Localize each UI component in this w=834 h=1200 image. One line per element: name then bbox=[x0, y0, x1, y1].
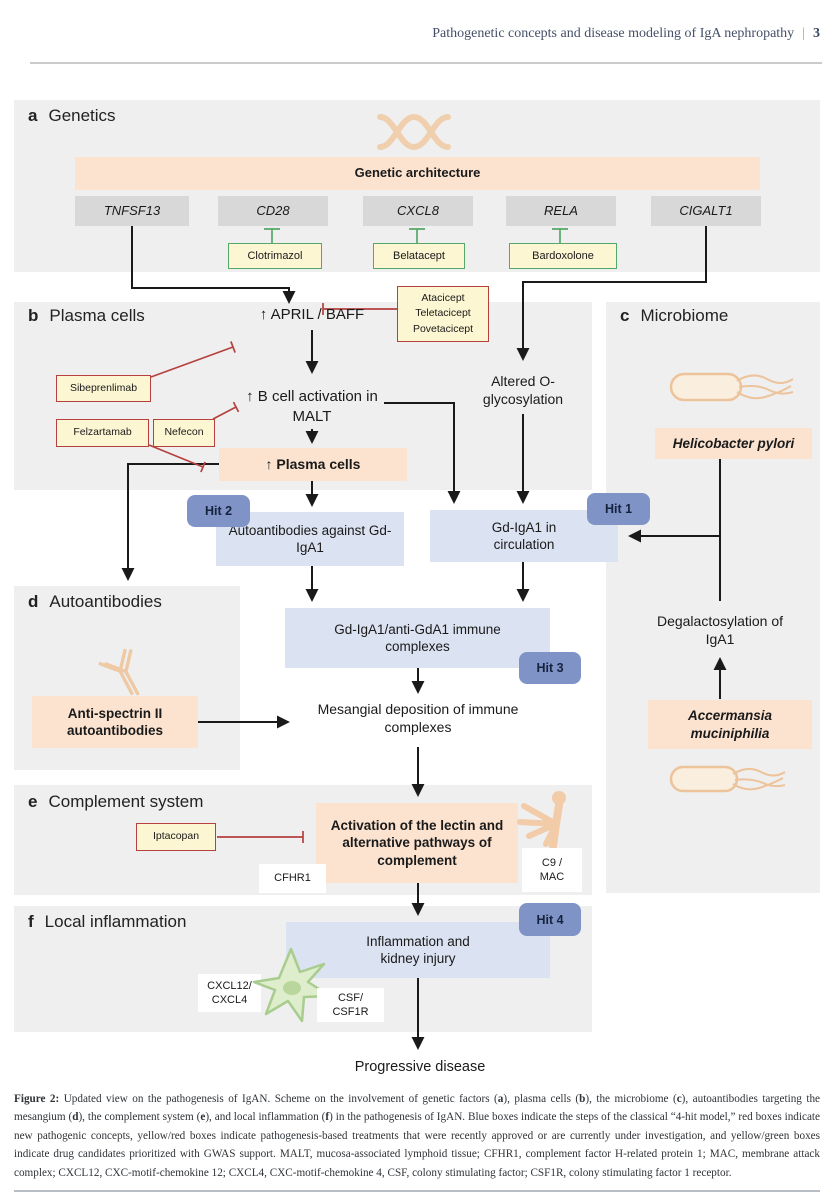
accermansia-text: Accermansia muciniphilia bbox=[687, 708, 773, 741]
immune-complexes-box: Gd-IgA1/anti-GdA1 immune complexes bbox=[285, 608, 550, 668]
gene-box-cd28: CD28 bbox=[218, 196, 328, 226]
drug-box-clotrimazol: Clotrimazol bbox=[228, 243, 322, 269]
hit1-badge: Hit 1 bbox=[587, 493, 650, 525]
autoantibodies-gdiga1-text: Autoantibodies against Gd-IgA1 bbox=[228, 522, 392, 555]
drug-box-felzartamab: Felzartamab bbox=[56, 419, 149, 447]
drug-box-iptacopan: Iptacopan bbox=[136, 823, 216, 851]
drug-box-sibeprenlimab: Sibeprenlimab bbox=[56, 375, 151, 402]
gdiga1-circulation-text: Gd-IgA1 in circulation bbox=[491, 519, 557, 552]
mesangial-deposition-label: Mesangial deposition of immune complexes bbox=[317, 701, 519, 736]
footer-rule bbox=[14, 1190, 820, 1192]
b-cell-activation-label: ↑ B cell activation in MALT bbox=[246, 388, 378, 425]
header-rule bbox=[30, 62, 822, 64]
drug-atacicept: Atacicept bbox=[421, 292, 465, 305]
figure-caption: Figure 2: Updated view on the pathogenes… bbox=[14, 1093, 820, 1179]
drug-box-atacicept-group: Atacicept Teletacicept Povetacicept bbox=[397, 286, 489, 342]
header-separator: | bbox=[802, 26, 805, 41]
altered-glycosylation-label: Altered O-glycosylation bbox=[482, 373, 564, 408]
progressive-disease-label: Progressive disease bbox=[354, 1059, 486, 1075]
drug-box-bardoxolone: Bardoxolone bbox=[509, 243, 617, 269]
gene-box-tnfsf13: TNFSF13 bbox=[75, 196, 189, 226]
gene-box-cxcl8: CXCL8 bbox=[363, 196, 473, 226]
immune-complexes-text: Gd-IgA1/anti-GdA1 immune complexes bbox=[334, 621, 501, 654]
page-number: 3 bbox=[813, 26, 820, 41]
csf-csf1r-label: CSF/ CSF1R bbox=[317, 988, 384, 1022]
hit2-badge: Hit 2 bbox=[187, 495, 250, 527]
complement-activation-box: Activation of the lectin and alternative… bbox=[316, 803, 518, 883]
inflammation-box: Inflammation and kidney injury bbox=[286, 922, 550, 978]
drug-box-nefecon: Nefecon bbox=[153, 419, 215, 447]
panel-c-microbiome bbox=[606, 302, 820, 893]
drug-teletacicept: Teletacicept bbox=[415, 307, 471, 320]
hit3-badge: Hit 3 bbox=[519, 652, 581, 684]
helicobacter-box: Helicobacter pylori bbox=[655, 428, 812, 459]
cxcl12-cxcl4-label: CXCL12/ CXCL4 bbox=[198, 974, 261, 1012]
c9-mac-label: C9 / MAC bbox=[522, 848, 582, 892]
hit4-badge: Hit 4 bbox=[519, 903, 581, 936]
genetic-architecture-banner: Genetic architecture bbox=[75, 157, 760, 190]
gene-box-rela: RELA bbox=[506, 196, 616, 226]
inflammation-text: Inflammation and kidney injury bbox=[366, 933, 470, 966]
gdiga1-circulation-box: Gd-IgA1 in circulation bbox=[430, 510, 618, 562]
drug-povetacicept: Povetacicept bbox=[412, 322, 474, 335]
april-baff-label: ↑ APRIL / BAFF bbox=[259, 306, 365, 323]
running-header-title: Pathogenetic concepts and disease modeli… bbox=[432, 26, 795, 41]
drug-box-belatacept: Belatacept bbox=[373, 243, 465, 269]
anti-spectrin-text: Anti-spectrin II autoantibodies bbox=[66, 705, 163, 738]
plasma-cells-box: ↑ Plasma cells bbox=[219, 448, 407, 481]
anti-spectrin-box: Anti-spectrin II autoantibodies bbox=[32, 696, 198, 748]
cfhr1-label: CFHR1 bbox=[259, 864, 326, 893]
complement-activation-text: Activation of the lectin and alternative… bbox=[330, 818, 504, 868]
accermansia-box: Accermansia muciniphilia bbox=[648, 700, 812, 749]
running-header: Pathogenetic concepts and disease modeli… bbox=[432, 26, 820, 42]
degalactosylation-label: Degalactosylation of IgA1 bbox=[656, 613, 784, 648]
gene-box-cigalt1: CIGALT1 bbox=[651, 196, 761, 226]
